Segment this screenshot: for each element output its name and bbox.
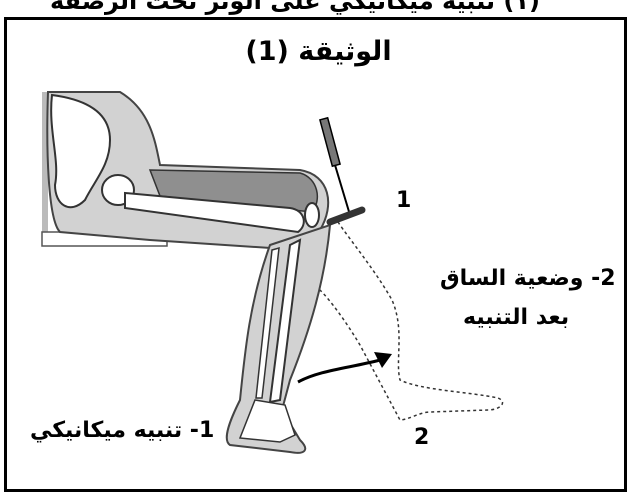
patella [305,203,319,227]
leg-position-label-line2: بعد التنبيه [463,305,569,330]
stimulus-label: 1- تنبيه ميكانيكي [30,418,214,443]
marker-1: 1 [396,188,411,213]
leg-position-label-line1: 2- وضعية الساق [440,266,616,291]
movement-arrow [298,360,380,382]
marker-2: 2 [414,425,429,450]
